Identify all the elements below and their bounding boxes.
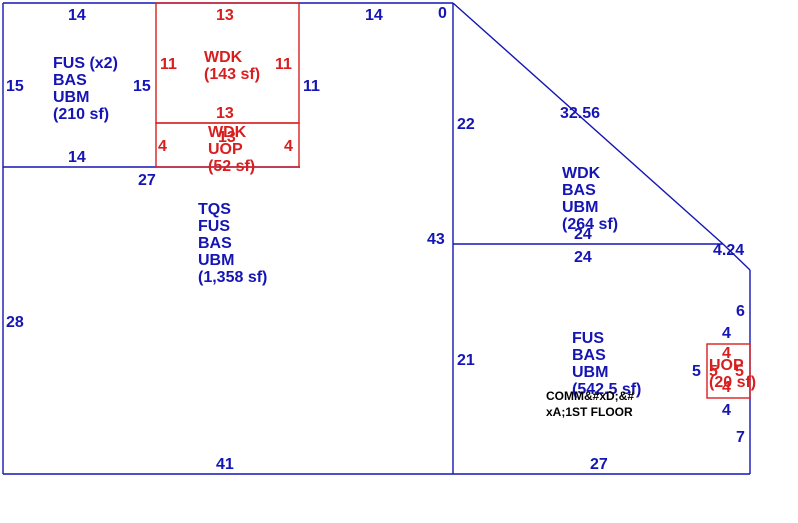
deck-dimension-labels: 13 11 11 13 4 4 13 5 5 4 4 — [158, 7, 744, 396]
area-size: (143 sf) — [204, 66, 260, 83]
area-code: UBM — [198, 252, 234, 269]
dim-label: 11 — [160, 56, 177, 73]
dim-label: 14 — [68, 7, 86, 24]
dim-label: 32.56 — [560, 105, 600, 122]
dim-label: 13 — [216, 7, 234, 24]
area-code: BAS — [562, 182, 596, 199]
area-label-tqs: TQS FUS BAS UBM (1,358 sf) — [198, 201, 267, 286]
dim-label: 4.24 — [713, 242, 744, 259]
dim-label: 11 — [303, 78, 320, 95]
area-code: UOP — [208, 141, 243, 158]
area-code: BAS — [572, 347, 606, 364]
dim-label: 13 — [218, 129, 236, 146]
uop-small-rect — [155, 122, 300, 168]
diagonal-wall — [452, 2, 724, 245]
area-code: BAS — [53, 72, 87, 89]
dim-label: 15 — [133, 78, 151, 95]
dim-label: 5 — [735, 363, 744, 380]
note-line: xA;1ST FLOOR — [546, 405, 633, 419]
area-code: UBM — [562, 199, 598, 216]
dim-label: 11 — [275, 56, 292, 73]
dim-label: 4 — [722, 345, 731, 362]
dim-label: 13 — [216, 105, 234, 122]
floor-note: COMM&#xD;&# xA;1ST FLOOR — [546, 389, 634, 419]
area-code: WDK — [562, 165, 601, 182]
area-code: FUS — [572, 330, 604, 347]
deck-outlines — [155, 2, 751, 399]
dim-label: 5 — [709, 363, 718, 380]
dim-label: 4 — [722, 379, 731, 396]
dim-label: 27 — [590, 456, 608, 473]
building-outline — [2, 2, 751, 475]
area-code: UBM — [572, 364, 608, 381]
dim-label: 4 — [722, 402, 731, 419]
area-label-fus-right: FUS BAS UBM (542.5 sf) — [572, 330, 641, 398]
area-size: (542.5 sf) — [572, 381, 641, 398]
dim-label: 14 — [68, 149, 86, 166]
area-size: (1,358 sf) — [198, 269, 267, 286]
dim-label: 41 — [216, 456, 234, 473]
dim-label: 28 — [6, 314, 24, 331]
area-size: (264 sf) — [562, 216, 618, 233]
area-label-fus-top: FUS (x2) BAS UBM (210 sf) — [53, 55, 118, 123]
dim-label: 21 — [457, 352, 475, 369]
dim-label: 4 — [158, 138, 167, 155]
dim-label: 14 — [365, 7, 383, 24]
uop-right-rect — [706, 343, 751, 399]
area-size: (52 sf) — [208, 158, 255, 175]
area-label-uop-small: WDK UOP (52 sf) — [208, 124, 255, 175]
dim-label: 27 — [138, 172, 156, 189]
area-label-uop-right: UOP (20 sf) — [709, 357, 756, 391]
area-size: (210 sf) — [53, 106, 109, 123]
area-label-wdk-top: WDK (143 sf) — [204, 49, 260, 83]
area-code: TQS — [198, 201, 231, 218]
dim-label: 22 — [457, 116, 475, 133]
area-code: UBM — [53, 89, 89, 106]
dim-label: 43 — [427, 231, 445, 248]
dimension-labels: 14 15 15 14 11 14 0 22 32.56 27 28 41 43… — [6, 5, 745, 473]
dim-label: 6 — [736, 303, 745, 320]
dim-label: 24 — [574, 249, 592, 266]
dim-label: 4 — [284, 138, 293, 155]
area-code: WDK — [204, 49, 243, 66]
dim-label: 5 — [692, 363, 701, 380]
dim-label: 24 — [574, 226, 592, 243]
area-label-wdk-right: WDK BAS UBM (264 sf) — [562, 165, 618, 233]
area-code: WDK — [208, 124, 247, 141]
dim-label: 7 — [736, 429, 745, 446]
dim-label: 15 — [6, 78, 24, 95]
stair-step-line — [722, 243, 751, 271]
dim-label: 4 — [722, 325, 731, 342]
dim-label: 0 — [438, 5, 447, 22]
area-code: FUS (x2) — [53, 55, 118, 72]
area-code: UOP — [709, 357, 744, 374]
area-code: BAS — [198, 235, 232, 252]
note-line: COMM&#xD;&# — [546, 389, 634, 403]
area-size: (20 sf) — [709, 374, 756, 391]
area-code: FUS — [198, 218, 230, 235]
